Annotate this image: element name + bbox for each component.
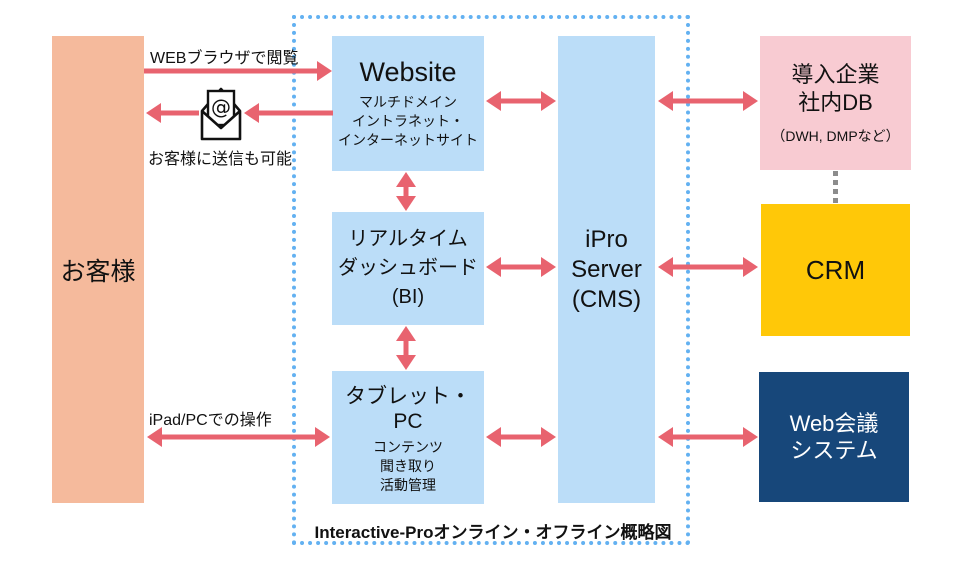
tablet-sub-line: 聞き取り	[380, 458, 436, 474]
arrow-website-dashboard	[395, 172, 417, 211]
node-website: Website マルチドメイン イントラネット・ インターネットサイト	[332, 36, 484, 171]
website-sub-line: イントラネット・	[352, 113, 464, 129]
label-web-browse: WEBブラウザで閲覧	[150, 50, 299, 67]
tablet-sub-line: 活動管理	[380, 477, 436, 493]
dashboard-line: (BI)	[391, 286, 425, 308]
email-envelope-icon: @	[197, 85, 245, 141]
website-title: Website	[359, 57, 457, 87]
node-ipro-server: iPro Server (CMS)	[558, 36, 655, 503]
node-crm: CRM	[761, 204, 910, 336]
node-company-db: 導入企業 社内DB （DWH, DMPなど）	[760, 36, 911, 170]
arrow-website-ipro	[486, 90, 556, 112]
arrow-customer-tablet	[147, 426, 330, 448]
arrow-envelope-to-customer	[146, 102, 199, 124]
system-boundary-border	[292, 15, 690, 545]
node-tablet-pc: タブレット・PC コンテンツ 聞き取り 活動管理	[332, 371, 484, 504]
tablet-sub-line: コンテンツ	[373, 439, 443, 455]
arrow-dashboard-tablet	[395, 326, 417, 370]
node-customer: お客様	[52, 36, 144, 503]
arrow-ipro-db	[658, 90, 758, 112]
arrow-ipro-webconf	[658, 426, 758, 448]
db-title-line: 社内DB	[798, 89, 873, 115]
website-sub-line: マルチドメイン	[359, 94, 457, 110]
diagram-caption: Interactive-Proオンライン・オフライン概略図	[314, 523, 672, 542]
at-symbol: @	[211, 95, 231, 119]
connector-db-crm	[833, 171, 838, 203]
crm-label: CRM	[805, 254, 866, 285]
dashboard-line: ダッシュボード	[338, 257, 478, 279]
customer-label: お客様	[60, 257, 136, 286]
website-sub-line: インターネットサイト	[338, 132, 478, 148]
label-ipad-ops: iPad/PCでの操作	[149, 412, 272, 429]
arrow-ipro-crm	[658, 256, 758, 278]
arrow-customer-to-website	[144, 60, 332, 82]
tablet-title: タブレット・PC	[345, 385, 471, 433]
db-title-line: 導入企業	[791, 61, 880, 87]
webconf-line: システム	[790, 438, 878, 463]
dashboard-line: リアルタイム	[348, 228, 468, 250]
arrow-dashboard-ipro	[486, 256, 556, 278]
webconf-line: Web会議	[789, 411, 879, 436]
node-web-conference: Web会議 システム	[759, 372, 909, 502]
ipro-line: Server	[571, 255, 642, 283]
arrow-website-to-envelope	[244, 102, 333, 124]
label-send-mail: お客様に送信も可能	[148, 151, 293, 168]
db-subtitle: （DWH, DMPなど）	[771, 127, 900, 144]
ipro-line: iPro	[585, 225, 628, 253]
arrow-tablet-ipro	[486, 426, 556, 448]
node-realtime-dashboard: リアルタイム ダッシュボード (BI)	[332, 212, 484, 325]
ipro-line: (CMS)	[571, 285, 642, 313]
